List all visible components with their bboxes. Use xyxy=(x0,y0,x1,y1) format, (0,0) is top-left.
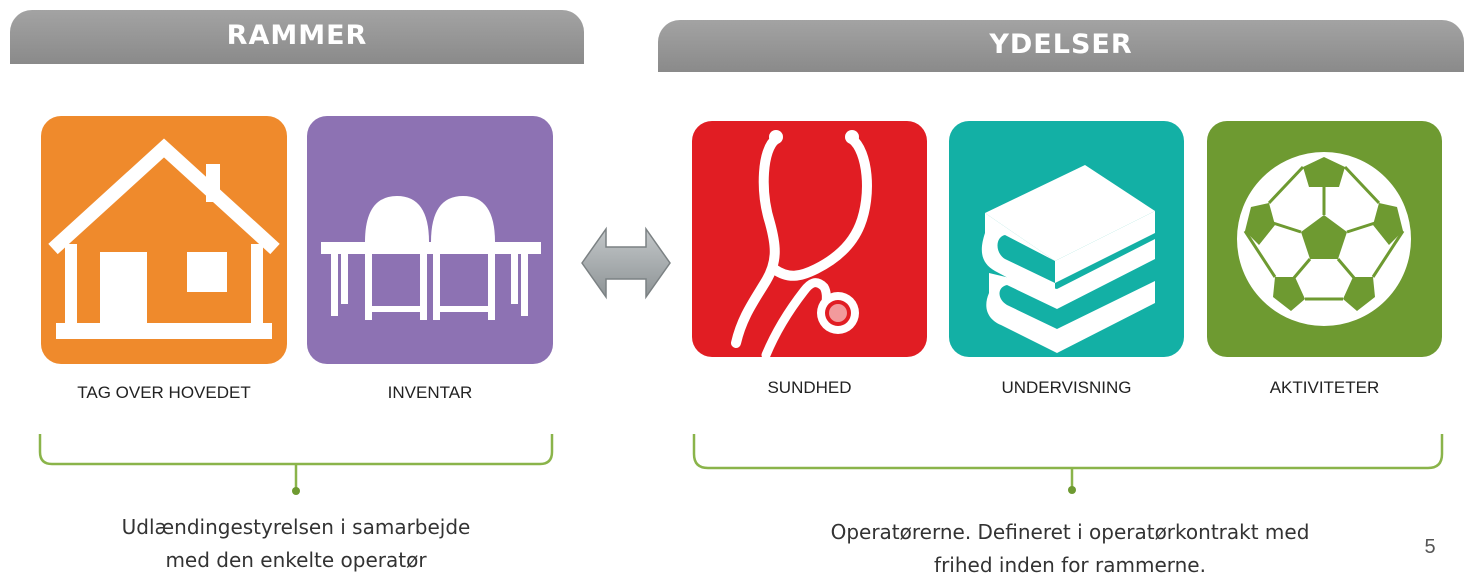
rammer-header-label: RAMMER xyxy=(226,20,368,51)
rammer-caption: Udlændingestyrelsen i samarbejde med den… xyxy=(20,511,572,575)
ydelser-caption-line-1: Operatørerne. Defineret i operatørkontra… xyxy=(830,520,1310,544)
books-icon xyxy=(981,165,1155,353)
label-inventar: INVENTAR xyxy=(387,383,473,402)
rammer-bracket xyxy=(36,432,556,498)
rammer-caption-line-2: med den enkelte operatør xyxy=(165,548,427,572)
tile-inventar xyxy=(307,116,553,364)
chairs-icon xyxy=(321,196,541,320)
label-tag-over-hovedet: TAG OVER HOVEDET xyxy=(77,383,251,402)
rammer-caption-line-1: Udlændingestyrelsen i samarbejde xyxy=(121,515,471,539)
football-icon xyxy=(1235,150,1413,328)
tile-undervisning xyxy=(949,121,1184,357)
stethoscope-icon xyxy=(731,130,872,357)
double-arrow-icon xyxy=(581,226,671,300)
label-sundhed: SUNDHED xyxy=(767,378,852,397)
tile-sundhed xyxy=(692,121,927,357)
label-undervisning: UNDERVISNING xyxy=(1001,378,1132,397)
ydelser-bracket xyxy=(690,432,1446,498)
ydelser-header-label: YDELSER xyxy=(989,29,1133,60)
connector xyxy=(580,225,672,301)
label-aktiviteter: AKTIVITETER xyxy=(1269,378,1380,397)
ydelser-caption: Operatørerne. Defineret i operatørkontra… xyxy=(720,516,1420,575)
page-number: 5 xyxy=(1424,536,1436,558)
rammer-header: RAMMER xyxy=(10,10,584,64)
tile-tag-over-hovedet xyxy=(41,116,287,364)
house-icon xyxy=(48,138,280,339)
tile-aktiviteter xyxy=(1207,121,1442,357)
ydelser-header: YDELSER xyxy=(658,20,1464,72)
ydelser-caption-line-2: frihed inden for rammerne. xyxy=(934,553,1206,575)
